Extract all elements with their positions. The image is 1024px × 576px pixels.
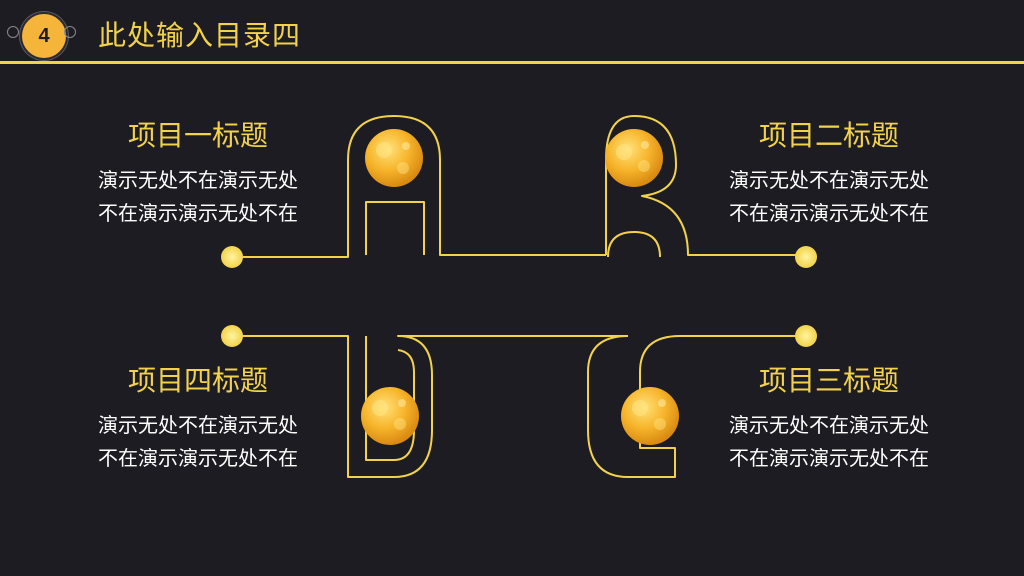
item-3-line-1: 演示无处不在演示无处: [729, 413, 929, 437]
connector-line-1: [232, 115, 606, 258]
item-4-title: 项目四标题: [127, 364, 268, 397]
connector-line-2: [605, 115, 806, 256]
endpoint-dot-4: [221, 325, 243, 347]
section-number-badge: 4: [20, 12, 68, 60]
golden-ball-2: [605, 129, 663, 187]
item-4-line-1: 演示无处不在演示无处: [98, 413, 298, 437]
badge-right-dot: [64, 26, 76, 38]
header-divider: [0, 61, 1024, 64]
badge-left-dot: [7, 26, 19, 38]
item-2-line-1: 演示无处不在演示无处: [729, 168, 929, 192]
connector-line-3: [587, 335, 806, 478]
golden-ball-1: [365, 129, 423, 187]
endpoint-dot-3: [795, 325, 817, 347]
item-1-title: 项目一标题: [127, 119, 268, 152]
item-4-line-2: 不在演示演示无处不在: [98, 446, 298, 470]
arch-inner-1: [365, 201, 425, 255]
item-1: 项目一标题 演示无处不在演示无处 不在演示演示无处不在: [83, 116, 313, 230]
arch-inner-2: [607, 231, 661, 258]
item-1-line-1: 演示无处不在演示无处: [98, 168, 298, 192]
item-2-line-2: 不在演示演示无处不在: [729, 201, 929, 225]
item-3-line-2: 不在演示演示无处不在: [729, 446, 929, 470]
golden-ball-4: [361, 387, 419, 445]
endpoint-dot-2: [795, 246, 817, 268]
page-title: 此处输入目录四: [98, 19, 302, 52]
item-3-title: 项目三标题: [758, 364, 899, 397]
item-4: 项目四标题 演示无处不在演示无处 不在演示演示无处不在: [83, 361, 313, 475]
item-3: 项目三标题 演示无处不在演示无处 不在演示演示无处不在: [714, 361, 944, 475]
item-1-line-2: 不在演示演示无处不在: [98, 201, 298, 225]
connector-line-4: [232, 335, 628, 478]
golden-ball-3: [621, 387, 679, 445]
header: 4 此处输入目录四: [0, 0, 1024, 66]
item-2-title: 项目二标题: [758, 119, 899, 152]
item-2: 项目二标题 演示无处不在演示无处 不在演示演示无处不在: [714, 116, 944, 230]
endpoint-dot-1: [221, 246, 243, 268]
